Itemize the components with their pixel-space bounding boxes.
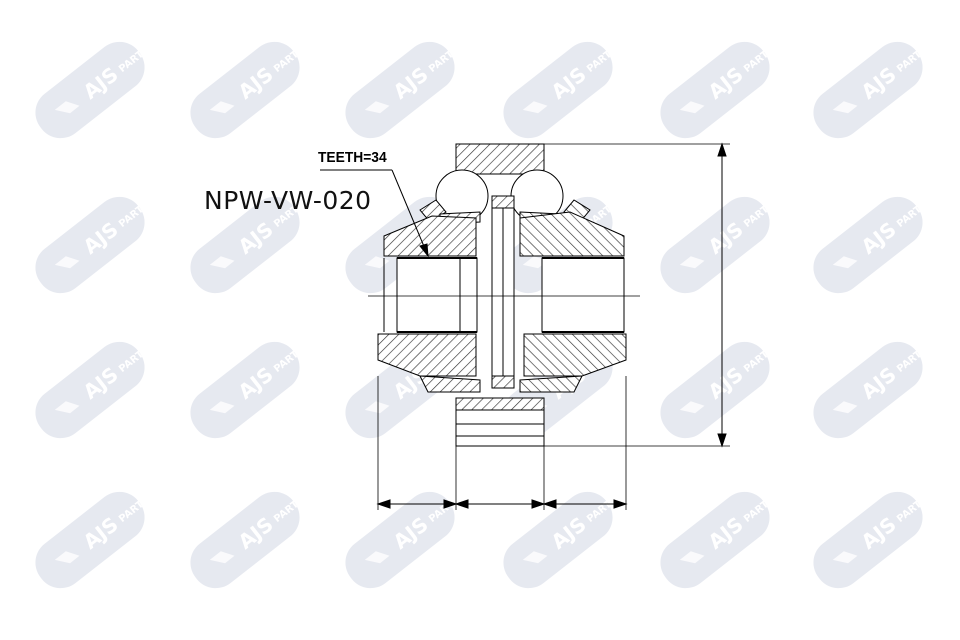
ajs-parts-watermark-logo xyxy=(25,26,162,148)
bore-right xyxy=(541,257,625,333)
bottom-flange xyxy=(455,397,545,411)
ajs-parts-watermark-logo xyxy=(650,181,787,303)
ajs-parts-watermark-logo xyxy=(803,26,940,148)
ajs-parts-watermark-logo xyxy=(25,326,162,448)
outer-race-lower-right xyxy=(523,333,627,377)
ajs-parts-watermark-logo xyxy=(650,326,787,448)
ajs-parts-watermark-logo xyxy=(493,26,630,148)
ajs-parts-watermark-logo xyxy=(180,26,317,148)
inner-cv-joint-drawing xyxy=(320,142,730,510)
teeth-count-label: TEETH=34 xyxy=(318,149,387,166)
ajs-parts-watermark-logo xyxy=(25,476,162,598)
ajs-parts-watermark-logo xyxy=(803,181,940,303)
part-number-label: NPW-VW-020 xyxy=(204,186,372,215)
ajs-parts-watermark-logo xyxy=(650,26,787,148)
ajs-parts-watermark-logo xyxy=(803,326,940,448)
ajs-parts-watermark-logo xyxy=(335,476,472,598)
ajs-parts-watermark-logo xyxy=(180,326,317,448)
top-shaft-block xyxy=(455,143,545,175)
outer-race-lower-left xyxy=(377,333,477,377)
outer-race-upper-left xyxy=(383,215,477,257)
ajs-parts-watermark-logo xyxy=(180,476,317,598)
bore-left xyxy=(396,257,478,333)
ajs-parts-watermark-logo xyxy=(650,476,787,598)
watermark-layer xyxy=(25,26,940,598)
ajs-parts-watermark-logo xyxy=(25,181,162,303)
ajs-parts-watermark-logo xyxy=(335,26,472,148)
outer-race-upper-right xyxy=(519,211,625,257)
ajs-parts-watermark-logo xyxy=(803,476,940,598)
ajs-parts-watermark-logo xyxy=(493,476,630,598)
